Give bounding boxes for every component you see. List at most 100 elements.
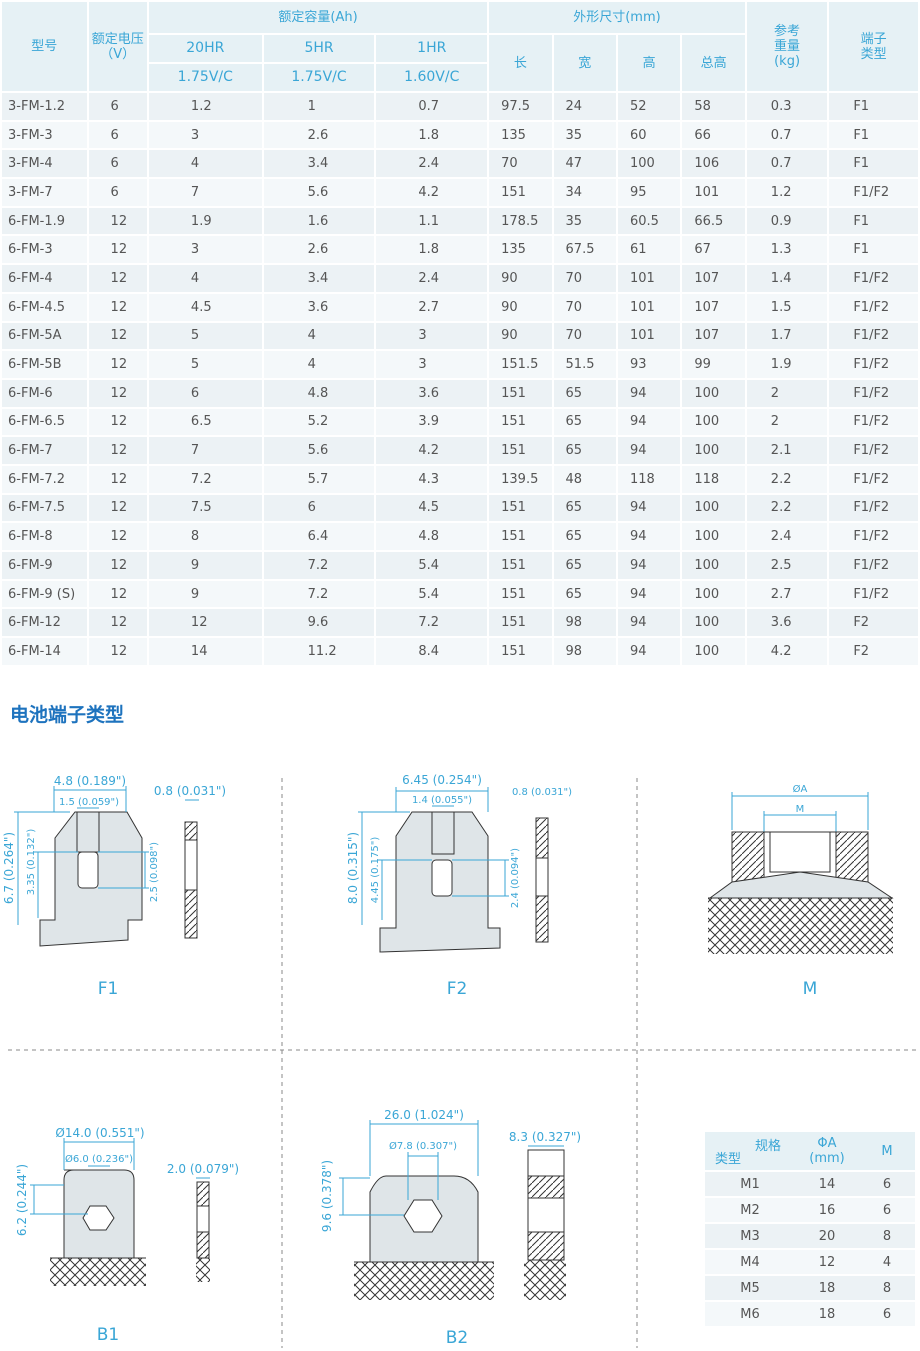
table-cell: 90 [489, 265, 552, 292]
table-cell: 151.5 [489, 351, 552, 378]
m-table-cell: 12 [795, 1250, 859, 1274]
table-cell: 106 [682, 150, 745, 178]
table-cell: F1/F2 [829, 179, 918, 206]
table-cell: 135 [489, 121, 552, 149]
table-cell: 94 [617, 379, 681, 407]
table-cell: 1.8 [376, 121, 488, 149]
table-cell: F1 [829, 150, 918, 178]
table-cell: 3.4 [263, 150, 375, 178]
table-cell: 6-FM-1.9 [2, 207, 87, 235]
table-cell: 0.9 [746, 207, 828, 235]
table-cell: 1.8 [376, 236, 488, 264]
table-cell: 4.2 [376, 437, 488, 464]
b1-width-label: Ø14.0 (0.551") [55, 1126, 144, 1140]
table-cell: 70 [489, 150, 552, 178]
table-cell: 8 [148, 523, 262, 550]
table-cell: 94 [617, 437, 681, 464]
table-cell: 1.7 [746, 322, 828, 350]
table-cell: 94 [617, 523, 681, 550]
header-5hr-voltage: 1.75V/C [263, 64, 375, 91]
table-cell: 90 [489, 322, 552, 350]
table-cell: F1/F2 [829, 293, 918, 321]
table-cell: 100 [682, 523, 745, 550]
table-cell: 151 [489, 638, 552, 665]
f2-mid-label: 4.45 (0.175") [370, 837, 381, 904]
table-cell: 3.4 [263, 265, 375, 292]
header-1hr: 1HR [376, 35, 488, 62]
table-cell: 6-FM-3 [2, 236, 87, 264]
table-cell: 1.2 [148, 93, 262, 120]
header-terminal: 端子类型 [829, 2, 918, 91]
table-cell: 6-FM-9 (S) [2, 580, 87, 608]
b2-name: B2 [446, 1328, 468, 1348]
table-cell: 5 [148, 351, 262, 378]
m-thread-label: M [796, 804, 805, 815]
header-total-height: 总高 [682, 35, 745, 91]
terminal-b2-drawing: 26.0 (1.024") Ø7.8 (0.307") 8.3 (0.327")… [320, 1108, 581, 1348]
table-cell: 12 [88, 322, 147, 350]
table-cell: 4.5 [376, 494, 488, 522]
table-cell: 6-FM-6 [2, 379, 87, 407]
table-cell: 6-FM-4.5 [2, 293, 87, 321]
f2-height-label: 8.0 (0.315") [346, 832, 360, 904]
table-cell: 2.7 [746, 580, 828, 608]
table-cell: 2.7 [376, 293, 488, 321]
table-cell: 6 [88, 150, 147, 178]
table-cell: 2 [746, 379, 828, 407]
table-cell: 7.2 [376, 609, 488, 637]
table-cell: 5.4 [376, 580, 488, 608]
table-cell: 12 [88, 236, 147, 264]
table-cell: 100 [682, 638, 745, 665]
table-cell: 3.6 [376, 379, 488, 407]
table-cell: 3 [376, 351, 488, 378]
header-voltage: 额定电压（V） [88, 2, 147, 91]
m-table-cell: 18 [795, 1276, 859, 1300]
table-cell: 94 [617, 494, 681, 522]
terminal-m-drawing: ØA M M [708, 783, 894, 999]
table-cell: 6 [148, 379, 262, 407]
table-cell: 1.2 [746, 179, 828, 206]
table-cell: 100 [682, 494, 745, 522]
table-cell: 94 [617, 609, 681, 637]
table-cell: F1/F2 [829, 408, 918, 436]
battery-spec-table: 型号 额定电压（V） 额定容量(Ah) 外形尺寸(mm) 参考重量(kg) 端子… [0, 0, 920, 667]
table-cell: F1/F2 [829, 265, 918, 292]
table-cell: 94 [617, 552, 681, 579]
table-cell: 12 [88, 293, 147, 321]
table-cell: 0.7 [376, 93, 488, 120]
table-cell: 151 [489, 379, 552, 407]
b1-thickness-label: 2.0 (0.079") [167, 1162, 239, 1176]
table-cell: 12 [88, 379, 147, 407]
m-table-cell: M1 [705, 1172, 795, 1196]
m-table-cell: M6 [705, 1302, 795, 1326]
table-cell: 6.5 [148, 408, 262, 436]
m-table-cell: 16 [795, 1198, 859, 1222]
header-model: 型号 [2, 2, 87, 91]
table-cell: 0.7 [746, 121, 828, 149]
header-20hr-voltage: 1.75V/C [148, 64, 262, 91]
table-cell: 12 [88, 465, 147, 493]
f2-name: F2 [447, 979, 468, 999]
terminal-f1-drawing: 4.8 (0.189") 1.5 (0.059") 0.8 (0.031") 6… [2, 774, 226, 999]
table-cell: 4.3 [376, 465, 488, 493]
table-cell: 66 [682, 121, 745, 149]
header-capacity: 额定容量(Ah) [148, 2, 488, 33]
table-cell: 2.4 [746, 523, 828, 550]
table-cell: 6-FM-12 [2, 609, 87, 637]
table-cell: 12 [88, 609, 147, 637]
table-cell: 51.5 [553, 351, 616, 378]
table-cell: 101 [682, 179, 745, 206]
table-cell: 65 [553, 408, 616, 436]
table-cell: F1/F2 [829, 580, 918, 608]
table-cell: 6-FM-14 [2, 638, 87, 665]
table-cell: 65 [553, 552, 616, 579]
table-cell: 48 [553, 465, 616, 493]
